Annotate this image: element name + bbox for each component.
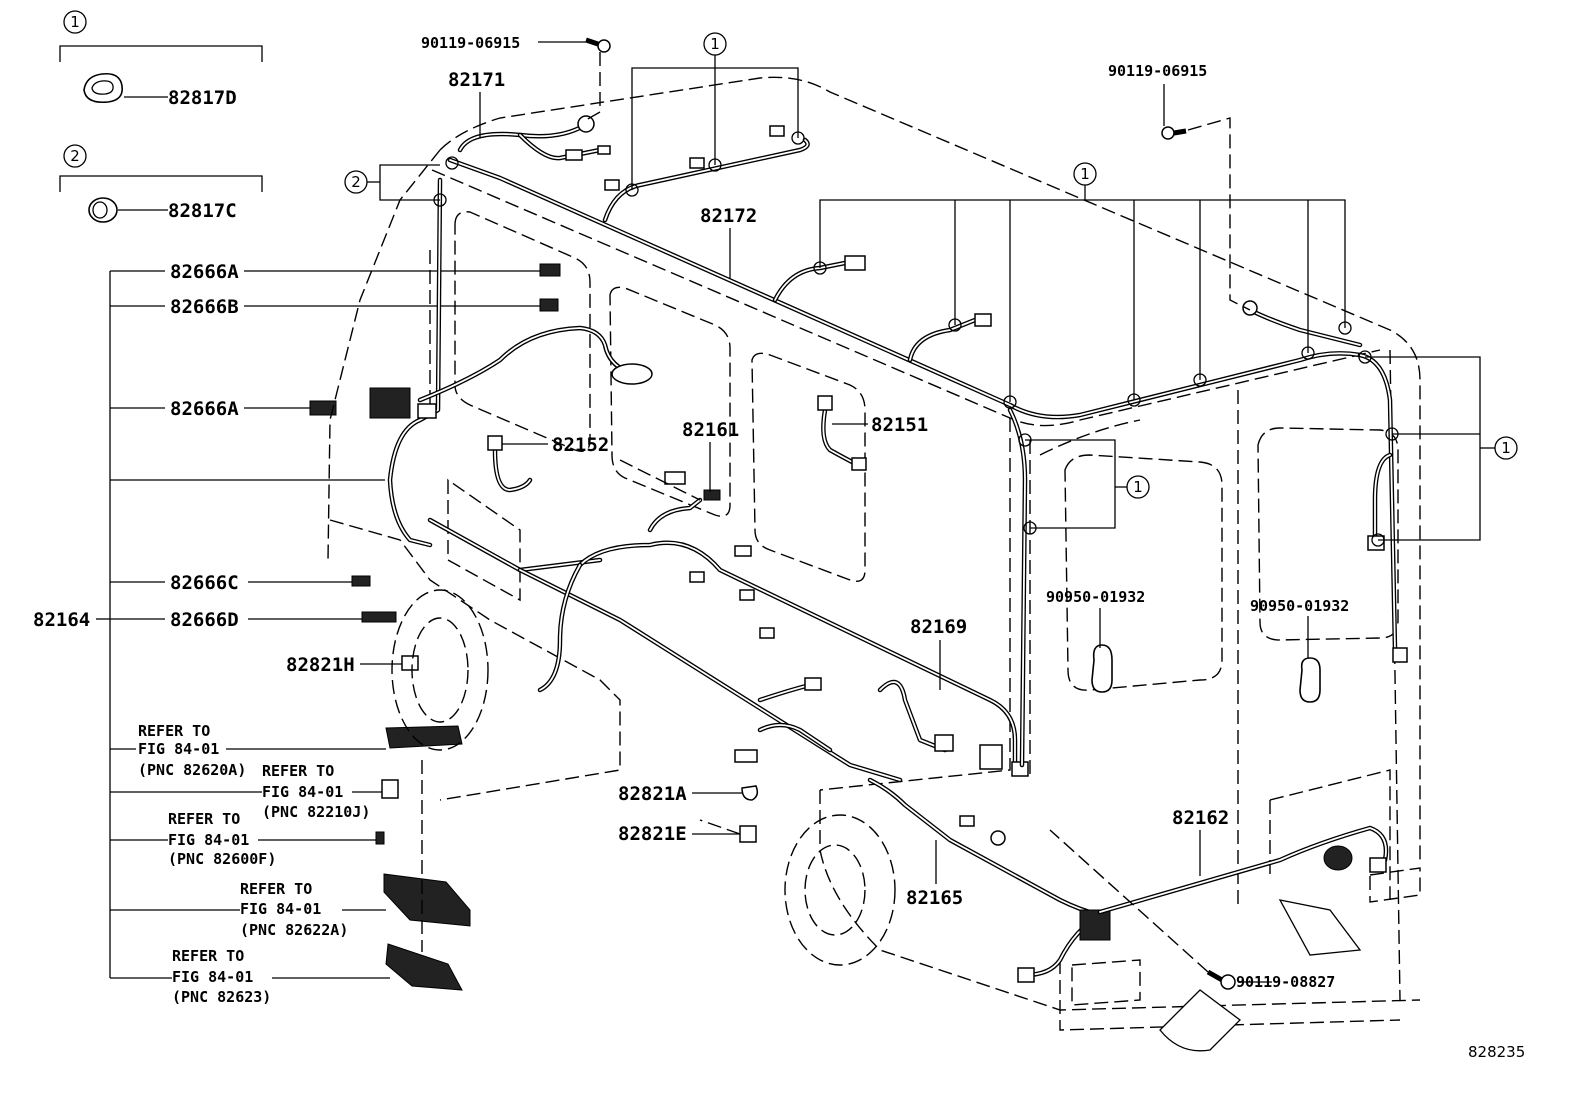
- ref1-line2: FIG 84-01: [138, 740, 219, 758]
- clip-82666C-icon: [351, 575, 371, 587]
- relay-82210J-icon: [381, 779, 399, 799]
- cover-82623-icon: [385, 943, 463, 991]
- callout-1-door-left-text: 1: [1133, 478, 1143, 496]
- clip-82666B-icon: [539, 298, 559, 312]
- diagram-code: 828235: [1468, 1043, 1525, 1061]
- reference-4: REFER TO FIG 84-01 (PNC 82622A): [240, 873, 471, 939]
- ref5-line2: FIG 84-01: [172, 968, 253, 986]
- harness-rear-pillars: [1007, 352, 1408, 768]
- label-82152: 82152: [552, 434, 609, 456]
- ref4-line1: REFER TO: [240, 880, 312, 898]
- clip-82666D-icon: [361, 611, 397, 623]
- harness-82172-roof: [447, 125, 1363, 420]
- grommet-right-icon: [1299, 657, 1321, 703]
- van-body-outline: [327, 76, 1421, 1031]
- ref3-line2: FIG 84-01: [168, 831, 249, 849]
- grommet-left-icon: [1091, 644, 1113, 693]
- reference-3: REFER TO FIG 84-01 (PNC 82600F): [168, 810, 385, 868]
- legend-item-1: 1 82817D: [59, 10, 263, 109]
- reference-1: REFER TO FIG 84-01 (PNC 82620A): [138, 722, 463, 779]
- ref2-line2: FIG 84-01: [262, 783, 343, 801]
- harness-82161: [619, 459, 721, 533]
- callout-2-left-text: 2: [351, 173, 361, 191]
- bracket-82164: 82164: [33, 270, 385, 979]
- bolt-bottom-icon: [1206, 969, 1236, 990]
- legend-callout-2: 2: [70, 147, 80, 165]
- clip-82666A-top-icon: [539, 263, 561, 277]
- cap-82821A-icon: [741, 785, 759, 801]
- harness-82171: [457, 115, 611, 161]
- label-bolt-bottom: 90119-08827: [1236, 973, 1335, 991]
- grommet-82817D-icon: [83, 72, 124, 104]
- reference-2: REFER TO FIG 84-01 (PNC 82210J): [262, 762, 399, 821]
- ref3-line1: REFER TO: [168, 810, 240, 828]
- cap-82821H-icon: [401, 655, 419, 671]
- relay-block-82620A-icon: [385, 725, 463, 749]
- ref5-line1: REFER TO: [172, 947, 244, 965]
- legend-item-2: 2 82817C: [59, 144, 263, 223]
- label-82821H: 82821H: [286, 654, 355, 676]
- label-82172: 82172: [700, 205, 757, 227]
- label-82666A-mid: 82666A: [170, 398, 239, 420]
- label-82666C: 82666C: [170, 572, 239, 594]
- label-82821A: 82821A: [618, 783, 687, 805]
- ref1-line3: (PNC 82620A): [138, 761, 246, 779]
- ref4-line2: FIG 84-01: [240, 900, 321, 918]
- label-82171: 82171: [448, 69, 505, 91]
- harness-82169-floor: [517, 540, 1029, 783]
- label-82821E: 82821E: [618, 823, 687, 845]
- label-82817C: 82817C: [168, 200, 237, 222]
- legend-callout-1: 1: [70, 13, 80, 31]
- label-82151: 82151: [871, 414, 928, 436]
- label-82162: 82162: [1172, 807, 1229, 829]
- rear-step: [1278, 899, 1362, 956]
- label-bolt-top-left: 90119-06915: [421, 34, 520, 52]
- ref2-line3: (PNC 82210J): [262, 803, 370, 821]
- ref4-line3: (PNC 82622A): [240, 921, 348, 939]
- ref3-line3: (PNC 82600F): [168, 850, 276, 868]
- harness-82165-rear: [867, 777, 1111, 983]
- callout-1-top-text: 1: [710, 35, 720, 53]
- bolt-top-left-icon: [585, 37, 611, 53]
- label-82165: 82165: [906, 887, 963, 909]
- rear-hitch: [1159, 989, 1241, 1052]
- harness-82164-main: [369, 177, 653, 573]
- callout-1-door-right-text: 1: [1501, 439, 1511, 457]
- label-82161: 82161: [682, 419, 739, 441]
- label-82666D: 82666D: [170, 609, 239, 631]
- fuse-82600F-icon: [375, 831, 385, 845]
- harness-82152: [487, 435, 533, 493]
- harness-82162-bumper: [1097, 825, 1389, 915]
- callout-1-roof-text: 1: [1080, 165, 1090, 183]
- label-bolt-top-right: 90119-06915: [1108, 62, 1207, 80]
- clip-82666A-mid-icon: [309, 400, 337, 416]
- label-grommet-left: 90950-01932: [1046, 588, 1145, 606]
- ref1-line1: REFER TO: [138, 722, 210, 740]
- ref5-line3: (PNC 82623): [172, 988, 271, 1006]
- harness-82151: [817, 395, 867, 471]
- label-82817D: 82817D: [168, 87, 237, 109]
- junction-block-82622A-icon: [383, 873, 471, 927]
- label-82666B: 82666B: [170, 296, 239, 318]
- label-grommet-right: 90950-01932: [1250, 597, 1349, 615]
- label-82164: 82164: [33, 609, 90, 631]
- reference-5: REFER TO FIG 84-01 (PNC 82623): [172, 943, 463, 1006]
- cap-82821E-icon: [739, 825, 757, 843]
- bolt-top-right-icon: [1161, 126, 1187, 140]
- ref2-line1: REFER TO: [262, 762, 334, 780]
- label-82666A-top: 82666A: [170, 261, 239, 283]
- label-82169: 82169: [910, 616, 967, 638]
